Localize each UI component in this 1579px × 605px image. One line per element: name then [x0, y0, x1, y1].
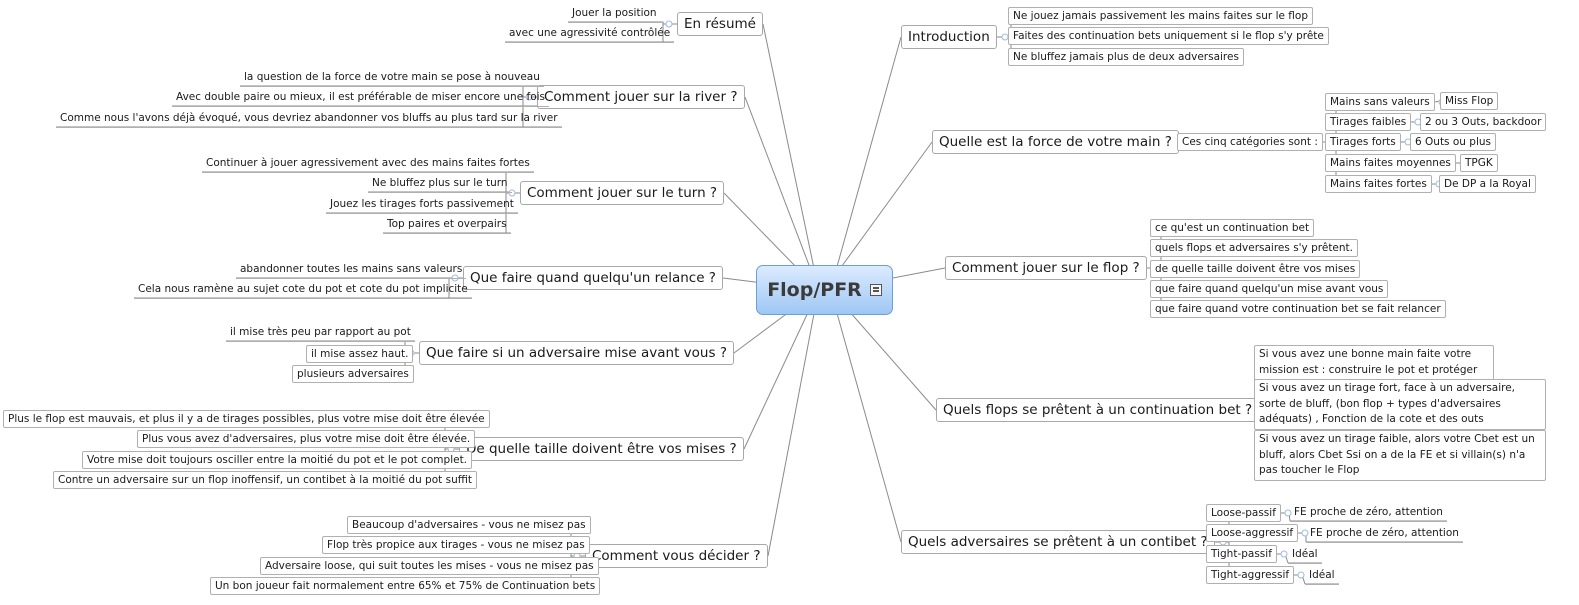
intro-item[interactable]: Ne bluffez jamais plus de deux adversair… [1008, 48, 1244, 66]
category-item[interactable]: Tirages faibles [1325, 113, 1412, 131]
river-item[interactable]: Comme nous l'avons déjà évoqué, vous dev… [56, 110, 562, 128]
adversaire-note[interactable]: FE proche de zéro, attention [1290, 504, 1447, 522]
flop-item[interactable]: ce qu'est un continuation bet [1150, 219, 1315, 237]
mise-avant-item[interactable]: il mise assez haut. [306, 345, 414, 363]
turn-item[interactable]: Top paires et overpairs [383, 216, 511, 234]
root-topic[interactable]: Flop/PFR [756, 265, 893, 315]
flop-item[interactable]: que faire quand quelqu'un mise avant vou… [1150, 280, 1389, 298]
cbet-item[interactable]: Si vous avez un tirage fort, face à un a… [1254, 379, 1546, 430]
topic-turn[interactable]: Comment jouer sur le turn ? [520, 181, 725, 205]
category-value[interactable]: De DP a la Royal [1439, 175, 1536, 193]
turn-item[interactable]: Jouez les tirages forts passivement [326, 196, 518, 214]
connector-line [767, 289, 819, 557]
relance-item[interactable]: abandonner toutes les mains sans valeurs [236, 261, 467, 279]
mise-avant-item[interactable]: plusieurs adversaires [292, 365, 414, 383]
connector-line [744, 96, 819, 291]
topic-resume[interactable]: En résumé [677, 12, 763, 36]
turn-item[interactable]: Continuer à jouer agressivement avec des… [202, 155, 534, 173]
category-item[interactable]: Mains faites fortes [1325, 175, 1432, 193]
turn-item[interactable]: Ne bluffez plus sur le turn [368, 175, 512, 193]
connector-line [830, 289, 902, 543]
adversaire-note[interactable]: Idéal [1288, 546, 1322, 564]
collapse-handle[interactable] [1284, 509, 1292, 517]
flop-item[interactable]: de quelle taille doivent être vos mises [1150, 260, 1361, 278]
decider-item[interactable]: Flop très propice aux tirages - vous ne … [322, 536, 590, 554]
topic-introduction[interactable]: Introduction [901, 25, 997, 49]
cbet-item[interactable]: Si vous avez un tirage faible, alors vot… [1254, 430, 1546, 481]
topic-relance[interactable]: Que faire quand quelqu'un relance ? [463, 266, 723, 290]
connector-line [743, 289, 819, 450]
categories-node[interactable]: Ces cinq catégories sont : [1177, 133, 1323, 151]
root-label: Flop/PFR [767, 279, 862, 301]
flop-item[interactable]: quels flops et adversaires s'y prêtent. [1150, 239, 1359, 257]
note-icon[interactable] [869, 284, 882, 296]
topic-adversaires[interactable]: Quels adversaires se prêtent à un contib… [901, 530, 1215, 554]
taille-item[interactable]: Votre mise doit toujours osciller entre … [82, 451, 473, 469]
category-item[interactable]: Mains sans valeurs [1325, 93, 1435, 111]
category-value[interactable]: 6 Outs ou plus [1410, 133, 1496, 151]
category-value[interactable]: Miss Flop [1440, 92, 1499, 110]
collapse-handle[interactable] [1301, 529, 1309, 537]
topic-decider[interactable]: Comment vous décider ? [585, 544, 768, 568]
adversaire-note[interactable]: FE proche de zéro, attention [1306, 525, 1463, 543]
category-item[interactable]: Tirages forts [1325, 133, 1401, 151]
river-item[interactable]: la question de la force de votre main se… [240, 69, 544, 87]
topic-jouer-flop[interactable]: Comment jouer sur le flop ? [945, 256, 1147, 280]
decider-item[interactable]: Adversaire loose, qui suit toutes les mi… [260, 557, 599, 575]
collapse-handle[interactable] [665, 20, 673, 28]
collapse-handle[interactable] [1280, 550, 1288, 558]
taille-item[interactable]: Contre un adversaire sur un flop inoffen… [53, 471, 477, 489]
adversaire-type[interactable]: Tight-passif [1206, 545, 1277, 563]
intro-item[interactable]: Faites des continuation bets uniquement … [1008, 27, 1329, 45]
adversaire-type[interactable]: Tight-aggressif [1206, 566, 1295, 584]
topic-river[interactable]: Comment jouer sur la river ? [537, 85, 745, 109]
category-value[interactable]: TPGK [1460, 154, 1498, 172]
collapse-handle[interactable] [508, 189, 516, 197]
category-value[interactable]: 2 ou 3 Outs, backdoor [1420, 113, 1547, 131]
intro-item[interactable]: Ne jouez jamais passivement les mains fa… [1008, 7, 1313, 25]
collapse-handle[interactable] [1297, 571, 1305, 579]
topic-cbet-flops[interactable]: Quels flops se prêtent à un continuation… [936, 398, 1260, 422]
collapse-handle[interactable] [525, 93, 533, 101]
connector-line [762, 23, 819, 291]
topic-force-main[interactable]: Quelle est la force de votre main ? [932, 130, 1179, 154]
adversaire-type[interactable]: Loose-passif [1206, 504, 1281, 522]
decider-item[interactable]: Un bon joueur fait normalement entre 65%… [210, 577, 601, 595]
adversaire-note[interactable]: Idéal [1305, 567, 1339, 585]
taille-item[interactable]: Plus vous avez d'adversaires, plus votre… [137, 430, 476, 448]
resume-item[interactable]: avec une agressivité contrôlée [505, 25, 675, 43]
connector-line [830, 36, 902, 291]
decider-item[interactable]: Beaucoup d'adversaires - vous ne misez p… [347, 516, 591, 534]
taille-item[interactable]: Plus le flop est mauvais, et plus il y a… [3, 410, 490, 428]
topic-mise-avant[interactable]: Que faire si un adversaire mise avant vo… [419, 341, 734, 365]
river-item[interactable]: Avec double paire ou mieux, il est préfé… [172, 89, 550, 107]
category-item[interactable]: Mains faites moyennes [1325, 154, 1456, 172]
resume-item[interactable]: Jouer la position [568, 5, 661, 23]
adversaire-type[interactable]: Loose-aggressif [1206, 524, 1299, 542]
topic-taille-mises[interactable]: De quelle taille doivent être vos mises … [459, 437, 744, 461]
mise-avant-item[interactable]: il mise très peu par rapport au pot [226, 324, 415, 342]
flop-item[interactable]: que faire quand votre continuation bet s… [1150, 300, 1446, 318]
relance-item[interactable]: Cela nous ramène au sujet cote du pot et… [134, 281, 472, 299]
